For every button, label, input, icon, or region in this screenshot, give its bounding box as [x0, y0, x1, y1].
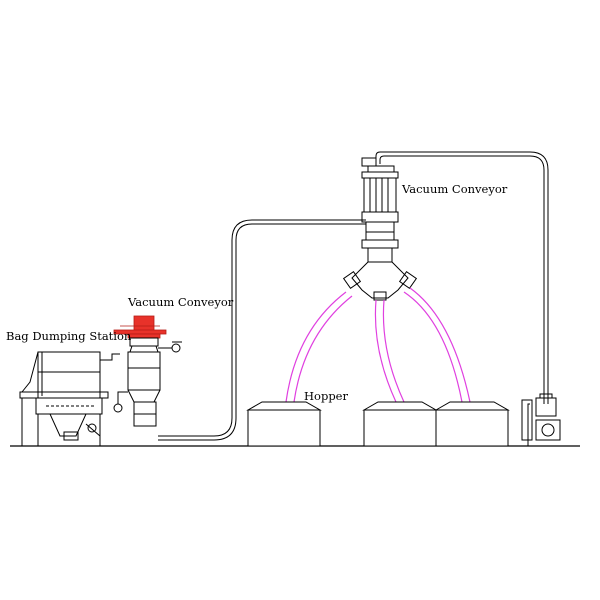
hoppers: [246, 401, 510, 447]
motor-blower: [113, 315, 167, 339]
vacuum-conveyor-large: [342, 151, 549, 404]
distribution-hoses: [285, 287, 471, 403]
hopper-middle: [362, 401, 438, 447]
hopper-left: [246, 401, 322, 447]
label-vacuum-conveyor-small: Vacuum Conveyor: [127, 295, 234, 309]
bag-dumping-station: [19, 351, 120, 446]
vacuum-conveyor-small: [113, 315, 182, 427]
label-vacuum-conveyor-large: Vacuum Conveyor: [401, 182, 508, 196]
conveying-pipe: [158, 219, 366, 441]
vacuum-pump: [521, 393, 561, 446]
label-bag-dumping-station: Bag Dumping Station: [6, 329, 132, 343]
label-hopper: Hopper: [304, 389, 348, 403]
hopper-right: [434, 401, 510, 447]
